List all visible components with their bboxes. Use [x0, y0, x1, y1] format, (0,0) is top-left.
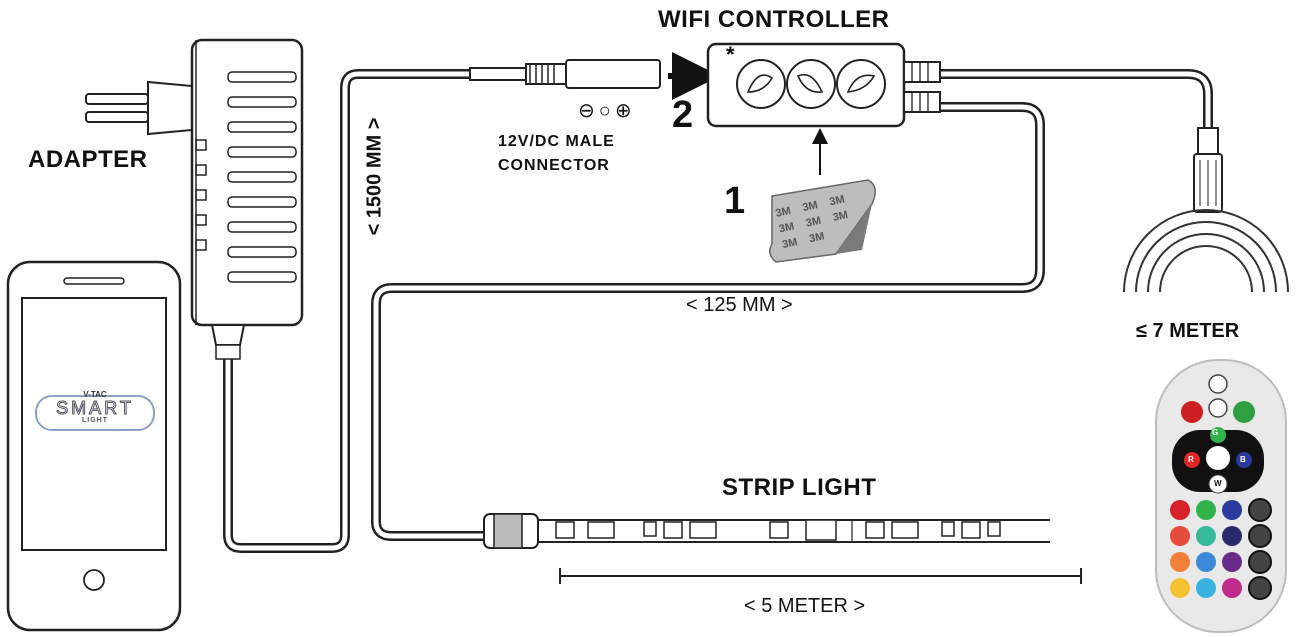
remote-control — [1155, 359, 1287, 633]
plug-pin — [85, 93, 149, 105]
connector-label-line2: CONNECTOR — [498, 157, 610, 174]
power-off-icon — [1181, 401, 1203, 423]
controller-cable-label: < 125 MM > — [686, 294, 793, 316]
ir-receiver — [1193, 127, 1223, 213]
color-button-grid — [1170, 498, 1272, 600]
remote-b-label: B — [1240, 455, 1246, 464]
remote-r-label: R — [1188, 455, 1194, 464]
strip-light — [483, 513, 1050, 549]
controller-to-receiver-cable — [935, 69, 1213, 133]
adhesive-tape — [769, 179, 876, 263]
strip-light-label: STRIP LIGHT — [722, 474, 877, 501]
polarity-symbols: ⊖○⊕ — [578, 100, 636, 122]
strip-length-label: < 5 METER > — [744, 595, 866, 617]
controller-to-strip-cable — [371, 102, 1045, 541]
connector-label: 12V/DC MALE CONNECTOR — [498, 130, 615, 178]
smartphone — [6, 260, 182, 632]
step-one: 1 — [724, 180, 746, 222]
connector-label-line1: 12V/DC MALE — [498, 133, 615, 150]
tape-mark: 3M — [777, 220, 796, 236]
app-logo-name: SMART — [56, 398, 134, 418]
remote-g-label: G — [1212, 428, 1219, 437]
wifi-controller — [706, 42, 941, 128]
tape-mark: 3M — [804, 214, 823, 230]
remote-w-label: W — [1214, 479, 1222, 488]
tape-mark: 3M — [801, 199, 819, 215]
tape-mark: 3M — [774, 204, 792, 220]
step-two: 2 — [672, 94, 694, 136]
adapter-label: ADAPTER — [28, 146, 148, 173]
tape-mark: 3M — [808, 230, 826, 246]
power-on-icon — [1233, 401, 1255, 423]
brightness-up-icon — [1208, 374, 1228, 394]
tape-mark: 3M — [781, 236, 799, 252]
wifi-controller-label: WIFI CONTROLLER — [658, 6, 890, 33]
tape-mark: 3M — [831, 209, 850, 224]
dc-male-connector — [469, 59, 661, 89]
plug-pin — [85, 111, 149, 123]
app-logo-brand: V-TAC — [83, 390, 107, 399]
adapter — [85, 38, 304, 360]
app-logo-sub: LIGHT — [82, 417, 108, 424]
controller-asterisk: * — [726, 42, 735, 67]
cable-length-label: < 1500 MM > — [363, 117, 386, 236]
remote-range-label: ≤ 7 METER — [1136, 320, 1240, 342]
signal-waves-icon — [1123, 209, 1289, 293]
app-logo: V-TAC SMART LIGHT — [36, 390, 154, 424]
brightness-down-icon — [1208, 398, 1228, 418]
strip-length-line — [559, 568, 1082, 584]
tape-mark: 3M — [828, 193, 846, 209]
